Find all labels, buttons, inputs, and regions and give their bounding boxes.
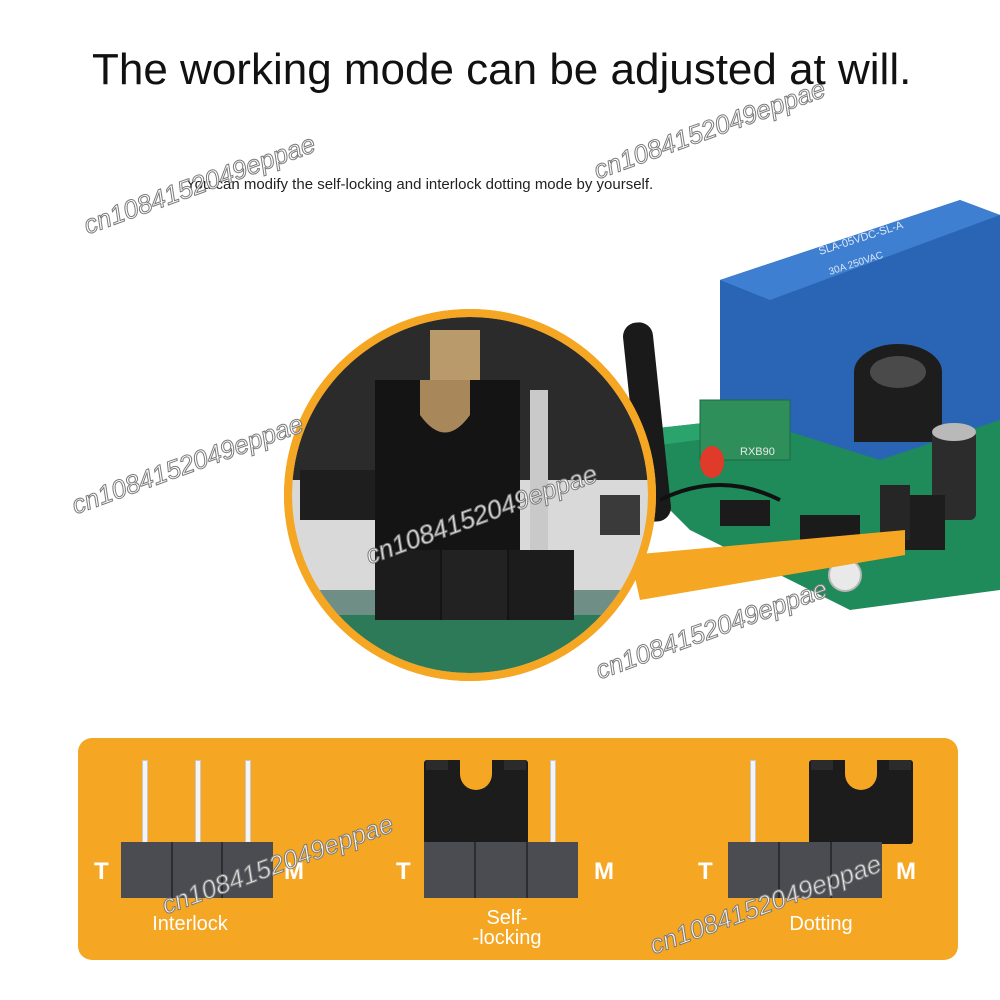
pin-block	[121, 842, 171, 898]
terminal-t-label: T	[396, 858, 411, 885]
pin-block	[171, 842, 223, 898]
terminal-t-label: T	[698, 858, 713, 885]
jumper-cap-icon	[809, 760, 913, 844]
pin-block	[424, 842, 474, 898]
mode-label-interlock: Interlock	[152, 913, 228, 935]
pin	[550, 760, 556, 844]
pin	[142, 760, 148, 844]
mode-dotting: T M Dotting	[674, 738, 964, 960]
jumper-mode-panel: T M Interlock M T M Self- -locking	[78, 738, 958, 960]
rf-module-label: RXB90	[740, 446, 775, 458]
jumper-cap-icon	[424, 760, 528, 844]
mode-label-dotting: Dotting	[789, 913, 853, 935]
antenna-icon	[623, 322, 671, 522]
terminal-t-label: T	[94, 858, 109, 885]
relay-board-photo: SLA-05VDC-SL-A 30A 250VAC RXB90	[284, 200, 1000, 681]
mode-label-self-locking: Self- -locking	[472, 907, 542, 949]
terminal-m-label: M	[896, 858, 916, 885]
mode-self-locking: M T M Self- -locking	[380, 738, 670, 960]
mode-interlock: T M Interlock	[78, 738, 368, 960]
pin-block	[221, 842, 273, 898]
pin	[750, 760, 756, 844]
terminal-m-label: M	[284, 858, 304, 885]
pin	[245, 760, 251, 844]
pin-block	[778, 842, 830, 898]
pin-block	[830, 842, 882, 898]
pin	[195, 760, 201, 844]
pin-block	[474, 842, 526, 898]
terminal-m-label: M	[594, 858, 614, 885]
zoom-pointer	[630, 530, 905, 600]
pin-block	[728, 842, 778, 898]
pin-block	[526, 842, 578, 898]
page-subtitle: You can modify the self-locking and inte…	[186, 176, 654, 193]
page-title: The working mode can be adjusted at will…	[92, 45, 912, 94]
